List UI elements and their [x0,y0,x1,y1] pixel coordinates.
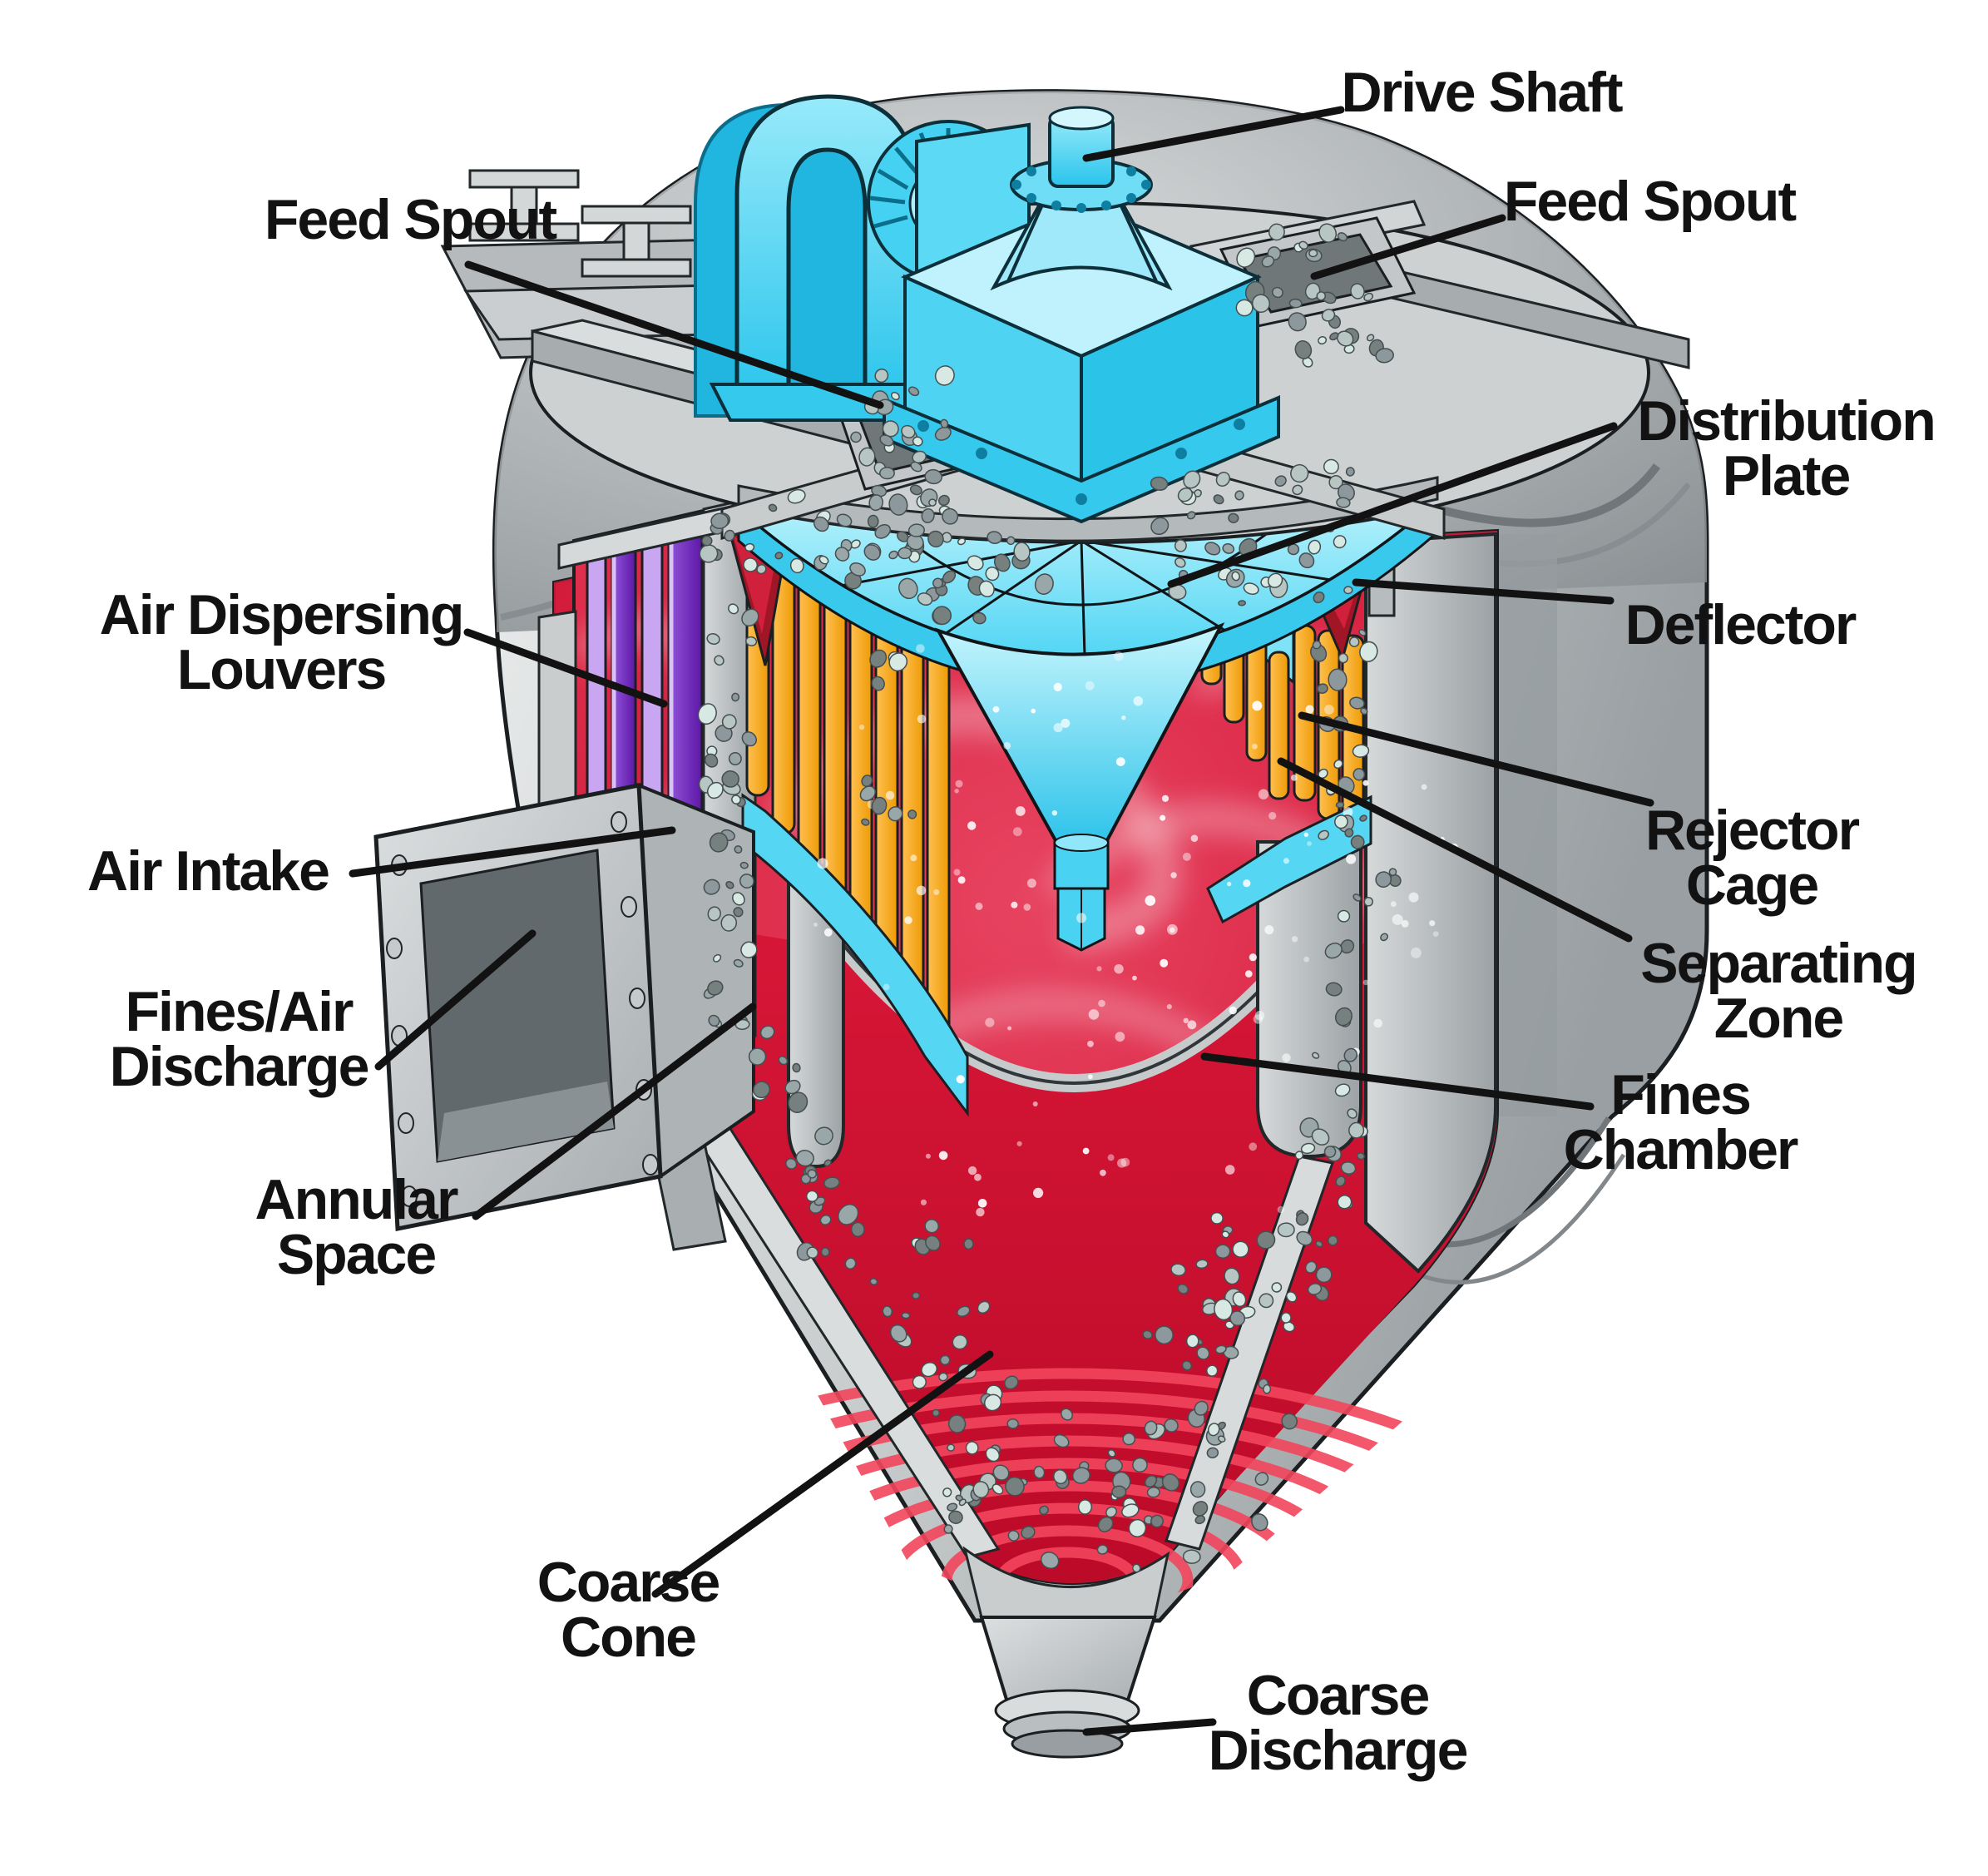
label-fines-air-discharge: Fines/Air Discharge [109,980,370,1098]
label-coarse-cone: Coarse Cone [537,1551,721,1669]
leader-fines-chamber [1200,1052,1595,1111]
drive-shaft-top [1048,106,1115,131]
cage-skirt-right [1206,794,1372,924]
spout-foot-base [1011,1729,1124,1759]
particles [697,223,1402,1573]
i-beam [581,205,692,278]
leader-annular-space [472,1002,757,1220]
leader-fines-air-discharge [374,929,537,1071]
leader-air-dispersing-louvers [463,628,668,708]
label-annular-space: Annular Space [255,1168,459,1286]
cage-skirt-left [741,793,969,1117]
label-separating-zone: Separating Zone [1640,932,1917,1050]
leader-feed-spout-right [1310,214,1506,280]
duct-opening-floor [438,1082,614,1161]
leader-drive-shaft [1082,106,1345,162]
leader-deflector [1352,578,1615,605]
leader-air-intake [349,826,676,878]
leader-coarse-cone [651,1350,994,1598]
distribution-funnel [934,622,1225,844]
leader-rejector-cage [1298,711,1654,807]
i-beam [468,169,580,242]
leader-coarse-discharge [1082,1718,1217,1736]
leader-distribution-plate [1167,422,1618,588]
label-fines-chamber: Fines Chamber [1563,1063,1799,1181]
cone-tip-band [962,1546,1170,1619]
chamber-wall-right [1256,840,1362,1159]
label-air-dispersing-louvers: Air Dispersing Louvers [99,583,465,701]
label-deflector: Deflector [1625,593,1857,657]
air-intake-duct [373,782,755,1232]
leader-separating-zone [1277,757,1633,943]
label-feed-spout-right: Feed Spout [1503,170,1797,234]
leader-feed-spout-left [464,260,884,409]
label-distribution-plate: Distribution Plate [1637,389,1936,507]
label-rejector-cage: Rejector Cage [1644,799,1860,917]
label-air-intake: Air Intake [87,839,330,903]
label-drive-shaft: Drive Shaft [1341,61,1624,125]
flange-bolts [1011,166,1151,213]
housing-bolts [917,418,1245,505]
label-coarse-discharge: Coarse Discharge [1208,1664,1469,1782]
label-feed-spout-left: Feed Spout [264,188,557,252]
shell-inner-curve [1497,534,1557,1116]
drive-motor [694,94,1280,524]
shell-cut-right [1364,532,1497,1274]
fines-speckles [813,644,1459,1217]
leader-lines [349,106,1654,1736]
